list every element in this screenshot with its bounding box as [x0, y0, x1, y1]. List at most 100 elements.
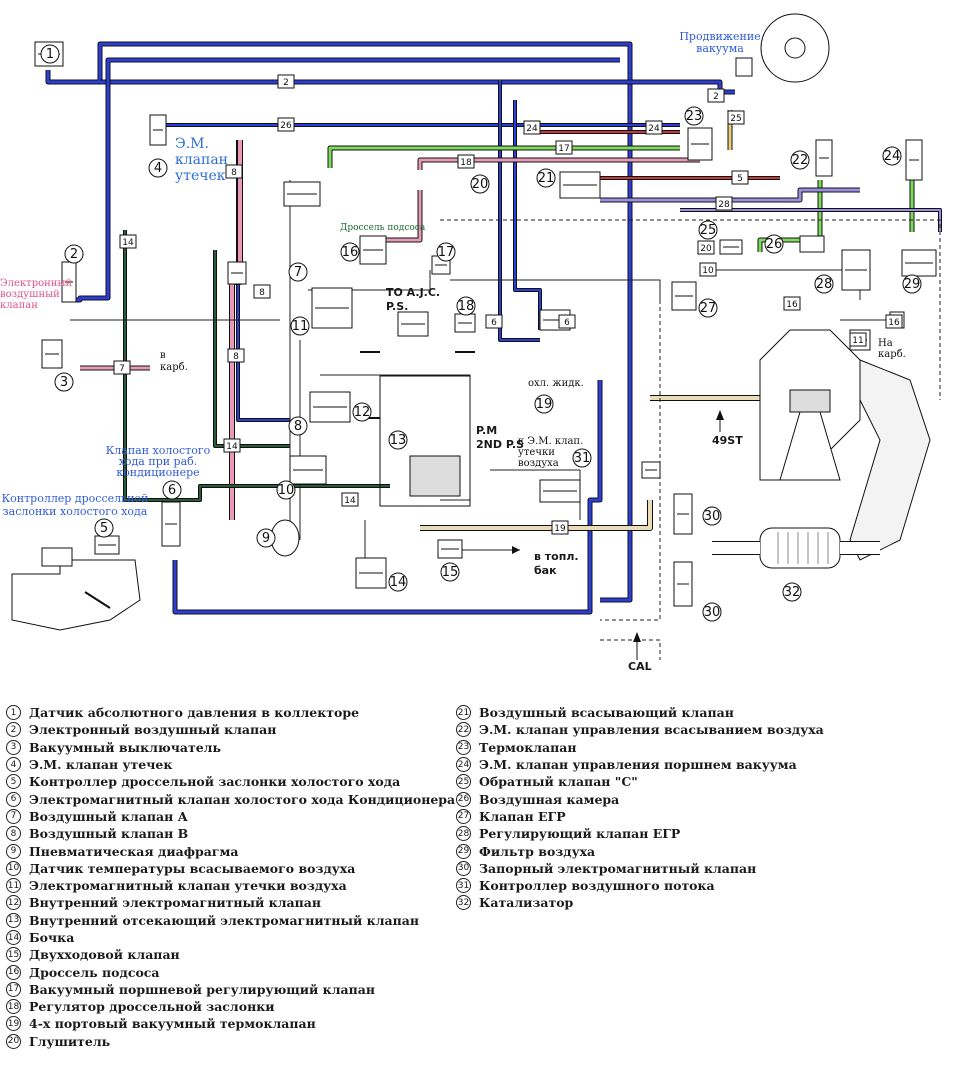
- component-number-16: [340, 242, 360, 262]
- component-number-2: [64, 244, 84, 264]
- label-line: к Э.М. клап.: [518, 436, 583, 447]
- component-number-label: 3: [60, 375, 68, 390]
- legend-text: Бочка: [29, 930, 75, 945]
- legend-text: Электромагнитный клапан холостого хода К…: [29, 791, 456, 807]
- blue-line-bottom: [173, 380, 602, 614]
- component-number-10: [276, 480, 296, 500]
- component-number-24: [882, 146, 902, 166]
- line-tag-box: [555, 140, 573, 155]
- legend-number-badge: 11: [6, 878, 21, 894]
- legend-number-badge: 28: [456, 826, 471, 842]
- legend-item: 32 Катализатор: [456, 894, 956, 911]
- line-tag-label: 20: [700, 244, 712, 254]
- legend-number-badge: 17: [6, 981, 21, 997]
- component-number-label: 30: [704, 605, 721, 620]
- legend-number-badge: 9: [6, 843, 21, 859]
- component-number-21: [536, 168, 556, 188]
- component-number-27: [698, 298, 718, 318]
- component-number-label: 6: [168, 483, 176, 498]
- line-tag-box: [225, 164, 243, 179]
- legend-number-badge: 8: [6, 826, 21, 842]
- legend-text: Двухходовой клапан: [29, 947, 180, 963]
- legend-number-badge: 2: [6, 722, 21, 738]
- label-line: вакуума: [696, 42, 744, 55]
- component-number-11: [290, 316, 310, 336]
- legend-number-badge: 23: [456, 739, 471, 755]
- dkgreen-line-14b-outline: [213, 250, 290, 448]
- legend-number-badge: 1: [6, 705, 21, 721]
- component-number-31: [572, 448, 592, 468]
- label-line: P.S.: [386, 300, 408, 313]
- purple-line-28: [600, 188, 860, 202]
- component-number-label: 14: [390, 575, 407, 590]
- legend-number-badge: 32: [456, 895, 471, 911]
- label-line: клапан: [0, 300, 38, 311]
- component-number-label: 13: [390, 433, 407, 448]
- legend-number-badge: 4: [6, 757, 21, 773]
- pink-line-17: [380, 190, 422, 242]
- legend-number-badge: 15: [6, 947, 21, 963]
- component-number-28: [814, 274, 834, 294]
- throttle-plate: [84, 591, 111, 609]
- float-chamber: [409, 455, 461, 497]
- throttle-top: [41, 547, 73, 567]
- component-number-label: 2: [70, 247, 78, 262]
- blue-line-mid: [499, 80, 540, 341]
- legend-text: Запорный электромагнитный клапан: [479, 860, 757, 876]
- pink-line-18: [418, 158, 700, 170]
- component-number-label: 24: [884, 149, 901, 164]
- legend-text: Катализатор: [479, 895, 574, 911]
- legend-text: Фильтр воздуха: [479, 843, 596, 859]
- label-line: утечек: [175, 168, 226, 184]
- component-number-30: [702, 602, 722, 622]
- component-number-13: [388, 430, 408, 450]
- legend-number-badge: 25: [456, 774, 471, 790]
- label-line: Контроллер дроссельной: [2, 492, 149, 505]
- line-tag-label: 11: [852, 336, 863, 346]
- blue-line-2: [100, 80, 735, 94]
- line-tag-box: [457, 154, 475, 169]
- component-number-label: 31: [574, 451, 591, 466]
- label-coolant: охл. жидк.: [528, 378, 584, 389]
- legend-number-badge: 7: [6, 808, 21, 824]
- legend-text: Обратный клапан "С": [479, 774, 638, 790]
- component-number-22: [790, 150, 810, 170]
- throttle-body: [11, 559, 141, 631]
- legend-number-badge: 12: [6, 895, 21, 911]
- component-number-label: 29: [904, 277, 921, 292]
- label-line: TO A.J.C.: [386, 286, 440, 299]
- label-line: утечки: [518, 447, 555, 458]
- label-line: P.M: [476, 424, 497, 437]
- line-tag-label: 10: [702, 266, 714, 276]
- component-number-6: [162, 480, 182, 500]
- label-line: Клапан холостого: [106, 444, 211, 457]
- line-tag-label: 7: [119, 364, 125, 374]
- line-tag-label: 26: [280, 121, 292, 131]
- line-tag-box: [558, 314, 576, 329]
- line-tag-label: 16: [888, 318, 900, 328]
- exhaust-manifold: [849, 359, 931, 561]
- component-number-label: 23: [686, 109, 703, 124]
- component-number-23: [684, 106, 704, 126]
- line-tag-label: 24: [648, 124, 660, 134]
- legend-text: Клапан ЕГР: [479, 808, 566, 824]
- hose-h: [600, 639, 661, 660]
- connecting-rod: [779, 411, 841, 481]
- line-tag-box: [783, 296, 801, 311]
- line-tag-label: 14: [226, 442, 238, 452]
- hose-j: [490, 469, 581, 520]
